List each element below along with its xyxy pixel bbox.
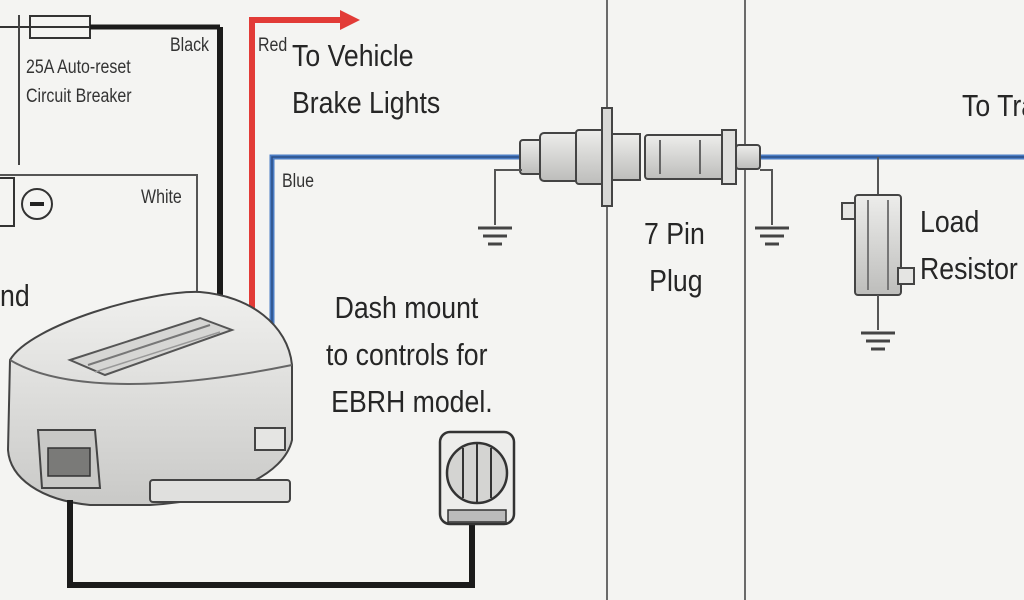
brake-lights-line1: To Vehicle	[292, 38, 414, 73]
breaker-label-line1: 25A Auto-reset	[26, 57, 131, 78]
plug-connector-icon	[519, 107, 761, 207]
plug-line1: 7 Pin	[644, 216, 705, 251]
white-wire	[0, 174, 198, 300]
resistor-line2: Resistor	[920, 251, 1018, 286]
resistor-label: Load Resistor	[920, 206, 1018, 284]
blue-wire-inner	[271, 156, 525, 330]
red-wire-label: Red	[258, 35, 288, 56]
brake-lights-line2: Brake Lights	[292, 85, 441, 120]
ground-symbol-icon	[755, 169, 789, 246]
breaker-label-line2: Circuit Breaker	[26, 86, 132, 107]
ground-partial-label: nd	[0, 278, 30, 313]
load-resistor-icon	[841, 157, 915, 351]
arrow-right-icon	[340, 10, 360, 30]
dash-knob-icon	[438, 430, 516, 526]
dash-mount-line1: Dash mount	[334, 290, 479, 325]
resistor-line1: Load	[920, 204, 980, 239]
dash-mount-line3: EBRH model.	[331, 384, 493, 419]
brake-lights-label: To Vehicle Brake Lights	[292, 40, 440, 118]
black-wire-label: Black	[170, 35, 210, 56]
black-loop-wire	[67, 500, 475, 588]
ground-symbol-icon	[478, 169, 522, 246]
battery-icon	[0, 177, 53, 227]
plug-label: 7 Pin Plug	[644, 218, 705, 296]
plug-line2: Plug	[649, 263, 703, 298]
brake-controller-icon	[6, 290, 293, 506]
blue-wire-label: Blue	[282, 171, 314, 192]
red-wire	[249, 10, 360, 318]
to-trailer-label: To Tra	[962, 88, 1024, 123]
dash-mount-line2: to controls for	[326, 337, 488, 372]
dash-mount-label: Dash mount to controls for EBRH model.	[326, 292, 493, 417]
breaker-label: 25A Auto-reset Circuit Breaker	[26, 58, 132, 106]
circuit-breaker-icon	[0, 15, 220, 39]
white-wire-label: White	[141, 187, 182, 208]
